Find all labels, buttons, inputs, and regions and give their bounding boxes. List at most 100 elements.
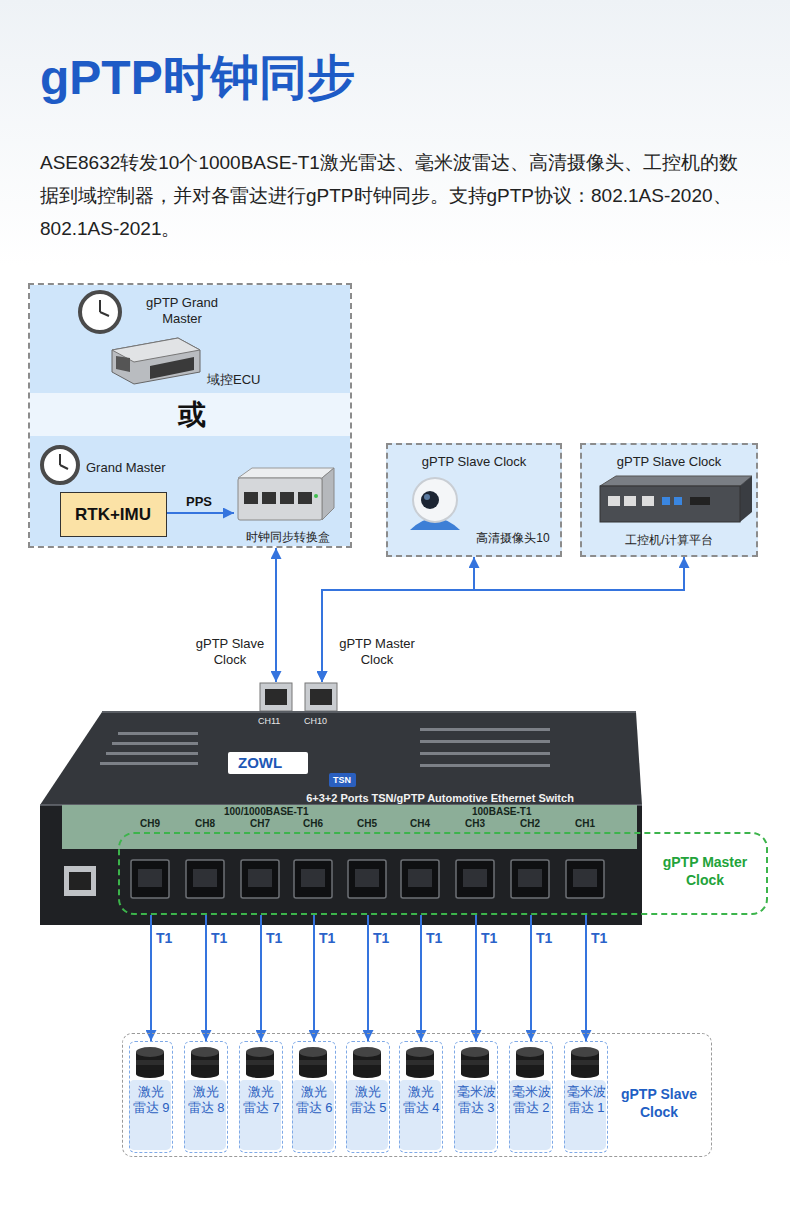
rj45-port [260,683,292,711]
edge-label: T1 [426,930,442,948]
connector [322,557,474,682]
node-text: 或 [175,397,209,432]
node-text: 激光 雷达 8 [185,1084,227,1116]
node-text: 激光 雷达 7 [240,1084,282,1116]
t1-port [401,860,439,898]
edge-label: T1 [591,930,607,948]
device-label: 100BASE-T1 [472,806,531,819]
connector [150,915,152,1041]
page-caption: ASE8632转发10个1000BASE-T1激光雷达、毫米波雷达、高清摄像头、… [40,146,752,245]
edge-label: T1 [319,930,335,948]
connector [167,512,234,514]
panel-fill [30,393,350,436]
connector [367,915,369,1041]
panel-fill [30,436,350,546]
device-label: CH9 [140,818,160,831]
node-text: 毫米波 雷达 2 [510,1084,552,1116]
connector [530,915,532,1041]
radar-fill [292,1080,334,1150]
connector [313,915,315,1041]
t1-port [511,860,549,898]
radar-fill [184,1080,226,1150]
edge-label: T1 [373,930,389,948]
node-text: 工控机/计算平台 [582,533,756,548]
radar-fill [346,1080,388,1150]
radar-icon [136,1047,164,1078]
sync-converter: 时钟同步转换盒 [234,470,343,547]
radar-box: 激光 雷达 8 [184,1041,228,1153]
ecu-image [112,338,200,384]
edge-label: gPTP Slave Clock [188,636,272,669]
radar-box: 激光 雷达 9 [129,1041,173,1153]
page-title: gPTP时钟同步 [40,48,760,108]
radar-icon [191,1047,219,1078]
node-text: 激光 雷达 5 [347,1084,389,1116]
grand-master-panel: Grand MasterRTK+IMU 时钟同步转换盒 [32,438,352,548]
grand-master-panel: gPTP Grand Master 域控ECU [32,287,352,395]
connector [585,915,587,1041]
device-label: CH1 [575,818,595,831]
device-label: CH3 [465,818,485,831]
node-text: 毫米波 雷达 3 [455,1084,497,1116]
node-text: gPTP Slave Clock [582,454,756,470]
edge-label: T1 [481,930,497,948]
device-label: 100/1000BASE-T1 [224,806,309,819]
radar-box: 毫米波 雷达 2 [509,1041,553,1153]
t1-port [186,860,224,898]
converter-image [238,468,334,520]
t1-port [294,860,332,898]
node-text: RTK+IMU [61,504,165,525]
device-label: CH8 [195,818,215,831]
panel-fill [386,443,562,557]
device-label: CH7 [250,818,270,831]
radar-fill [509,1080,551,1150]
connector [260,915,262,1041]
radar-icon [353,1047,381,1078]
edge-label: gPTP Master Clock [330,636,424,669]
radar-fill [454,1080,496,1150]
device-label: ZOWL [238,754,282,773]
connector [420,915,422,1041]
camera-panel: gPTP Slave Clock 高清摄像头10 [386,443,562,557]
node-text: gPTP Slave Clock [388,454,560,470]
ipc-panel: gPTP Slave Clock 工控机/计算平台 [580,443,758,557]
t1-port [241,860,279,898]
node-text: 域控ECU [207,372,297,388]
radar-box: 激光 雷达 5 [346,1041,390,1153]
node-text: gPTP Grand Master [130,295,234,328]
device-label: CH10 [304,716,327,727]
t1-port [348,860,386,898]
t1-port [456,860,494,898]
master-clock-zone: gPTP Master Clock [118,832,768,915]
edge-label: PPS [186,494,226,510]
radar-box: 激光 雷达 4 [399,1041,443,1153]
edge-label: T1 [211,930,227,948]
node-text: 激光 雷达 4 [400,1084,442,1116]
clock-icon [80,292,120,332]
node-text: gPTP Slave Clock [611,1086,707,1121]
radar-box: 激光 雷达 6 [292,1041,336,1153]
radar-icon [571,1047,599,1078]
node-text: 激光 雷达 9 [130,1084,172,1116]
camera-image [410,478,460,530]
edge-label: T1 [536,930,552,948]
radar-fill [129,1080,171,1150]
device-label: CH6 [303,818,323,831]
device-label: CH2 [520,818,540,831]
radar-box: 毫米波 雷达 3 [454,1041,498,1153]
radar-icon [516,1047,544,1078]
t1-port [566,860,604,898]
device-label: TSN [333,775,351,786]
node-text: 时钟同步转换盒 [234,530,342,545]
panel-fill [30,285,350,393]
node-text: gPTP Master Clock [646,854,764,889]
node-text: 高清摄像头10 [466,531,560,546]
node-text: Grand Master [86,460,206,476]
t1-port [131,860,169,898]
switch-body [40,712,642,925]
radar-box: 毫米波 雷达 1 [564,1041,608,1153]
connector [205,915,207,1041]
edge-label: T1 [156,930,172,948]
edge-label: T1 [266,930,282,948]
